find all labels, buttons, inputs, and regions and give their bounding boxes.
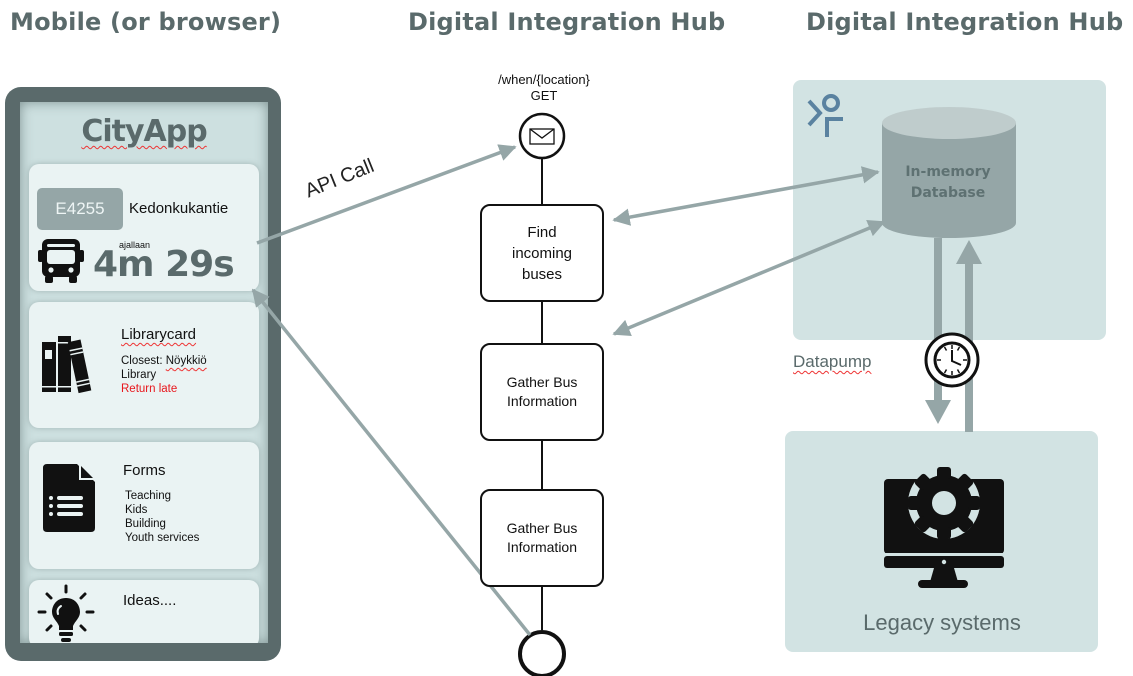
task-gather-bus-information[interactable]: Gather Bus Information [480,343,604,441]
eta-caption: ajallaan [119,240,151,250]
start-event-method: GET [530,88,558,103]
api-call-arrow [256,144,517,245]
end-event-circle-icon[interactable] [518,630,566,676]
forms-card[interactable]: Forms Teaching Kids Building Youth servi… [29,442,259,569]
library-status: Return late [121,383,178,395]
hub-store-header: Digital Integration Hub [806,8,1124,36]
bus-card[interactable]: E4255 Kedonkukantie ajallaan 4m 29s [29,164,259,291]
bus-icon [38,239,84,283]
phone-screen: CityApp E4255 Kedonkukantie ajallaan 4m … [20,102,268,643]
phone-frame: CityApp E4255 Kedonkukantie ajallaan 4m … [5,87,281,661]
ideas-card[interactable]: Ideas.... [29,580,259,643]
hub-flow-header: Digital Integration Hub [408,8,726,36]
library-card[interactable]: Librarycard Closest: Nöykkiö Library Ret… [29,302,259,428]
forms-item[interactable]: Kids [125,504,148,516]
library-closest: Closest: Nöykkiö [121,355,207,367]
legacy-systems-label: Legacy systems [863,610,1021,635]
forms-item[interactable]: Building [125,518,166,530]
forms-item[interactable]: Teaching [125,490,172,502]
datapump-label: Datapump [793,352,872,371]
api-call-label: API Call [302,154,378,203]
books-icon [42,336,92,394]
ideas-card-title: Ideas.... [123,592,177,609]
library-card-title: Librarycard [121,326,197,343]
forms-card-title: Forms [123,462,166,479]
library-name: Library [121,369,157,381]
start-event-path: /when/{location} [498,72,590,87]
document-list-icon [43,464,95,532]
route-badge: E4255 [37,188,123,230]
lightbulb-icon [37,584,95,642]
envelope-icon [529,128,555,145]
task-gather-bus-information[interactable]: Gather Bus Information [480,489,604,587]
mobile-header: Mobile (or browser) [10,8,282,36]
hub-panel [793,80,1106,340]
eta-countdown: 4m 29s [93,244,235,285]
start-event[interactable] [518,112,566,160]
clock-icon [924,332,980,388]
stop-name: Kedonkukantie [129,200,229,217]
app-title: CityApp [81,114,207,149]
forms-item[interactable]: Youth services [125,532,200,544]
task-find-incoming-buses[interactable]: Find incoming buses [480,204,604,302]
database-label: In-memory Database [905,164,991,201]
